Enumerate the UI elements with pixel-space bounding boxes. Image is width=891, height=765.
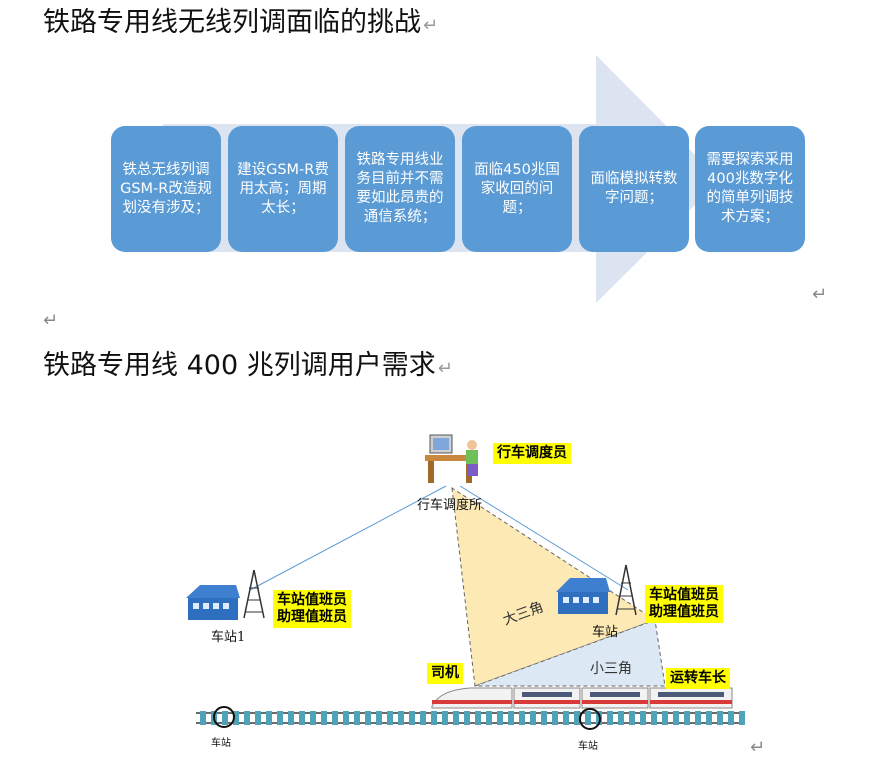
return-mark: ↵ — [437, 358, 453, 379]
step-box-4: 面临450兆国家收回的问题； — [462, 126, 572, 252]
station1-building-icon — [186, 585, 240, 620]
track-sleeper — [233, 711, 239, 725]
track-sleeper — [684, 711, 690, 725]
track-sleeper — [618, 711, 624, 725]
track-sleeper — [332, 711, 338, 725]
track-sleeper — [453, 711, 459, 725]
step-text: 铁总无线列调GSM-R改造规划没有涉及； — [120, 161, 212, 216]
step-box-6: 需要探索采用400兆数字化的简单列调技术方案； — [695, 126, 805, 252]
section-title-text: 铁路专用线无线列调面临的挑战 — [43, 7, 421, 38]
track-sleeper — [519, 711, 525, 725]
track-sleeper — [420, 711, 426, 725]
track-sleeper — [695, 711, 701, 725]
track-sleeper — [486, 711, 492, 725]
station2-name-label: 车站 — [592, 625, 619, 640]
track-sleeper — [244, 711, 250, 725]
track-station-right-label: 车站 — [578, 741, 598, 752]
track-sleeper — [673, 711, 679, 725]
station2-staff-label: 车站值班员 助理值班员 — [645, 585, 723, 623]
track-sleeper — [299, 711, 305, 725]
section-title-text: 铁路专用线 400 兆列调用户需求 — [43, 350, 436, 381]
track-sleeper — [552, 711, 558, 725]
track-sleeper — [310, 711, 316, 725]
station-marker-left — [213, 706, 235, 728]
track-sleeper — [717, 711, 723, 725]
track-sleeper — [728, 711, 734, 725]
track-station-left-label: 车站 — [211, 738, 231, 749]
track-sleeper — [288, 711, 294, 725]
train-icon — [431, 687, 733, 709]
track-sleeper — [585, 711, 591, 725]
step-box-5: 面临模拟转数字问题； — [579, 126, 689, 252]
section-title-requirements: 铁路专用线 400 兆列调用户需求↵ — [43, 350, 453, 385]
return-mark: ↵ — [812, 284, 828, 305]
small-triangle-label: 小三角 — [590, 661, 632, 677]
return-mark: ↵ — [423, 15, 439, 36]
track-sleeper — [409, 711, 415, 725]
track-sleeper — [739, 711, 745, 725]
track-sleeper — [387, 711, 393, 725]
track-sleeper — [530, 711, 536, 725]
track-sleeper — [321, 711, 327, 725]
track-sleeper — [376, 711, 382, 725]
track-sleeper — [464, 711, 470, 725]
conductor-label: 运转车长 — [666, 668, 730, 689]
track-sleeper — [255, 711, 261, 725]
track-sleeper — [354, 711, 360, 725]
station2-building-icon — [556, 578, 610, 614]
track-sleeper — [365, 711, 371, 725]
dispatch-office-label: 行车调度所 — [417, 498, 483, 513]
step-text: 建设GSM-R费用太高；周期太长； — [237, 161, 329, 216]
track-sleeper — [706, 711, 712, 725]
track-sleeper — [343, 711, 349, 725]
return-mark: ↵ — [750, 737, 766, 758]
station1-antenna-tower-icon — [243, 569, 265, 619]
station1-staff-label: 车站值班员 助理值班员 — [273, 590, 351, 628]
track-sleeper — [607, 711, 613, 725]
track-sleeper — [563, 711, 569, 725]
step-box-3: 铁路专用线业务目前并不需要如此昂贵的通信系统； — [345, 126, 455, 252]
small-triangle — [474, 619, 666, 687]
track-sleeper — [398, 711, 404, 725]
step-text: 面临450兆国家收回的问题； — [474, 161, 560, 216]
section-title-challenges: 铁路专用线无线列调面临的挑战↵ — [43, 7, 438, 42]
step-box-2: 建设GSM-R费用太高；周期太长； — [228, 126, 338, 252]
track-sleeper — [629, 711, 635, 725]
step-text: 需要探索采用400兆数字化的简单列调技术方案； — [706, 152, 794, 225]
driver-label: 司机 — [427, 663, 463, 684]
track-sleeper — [574, 711, 580, 725]
track-sleeper — [277, 711, 283, 725]
track-sleeper — [431, 711, 437, 725]
station2-antenna-tower-icon — [615, 564, 637, 616]
step-text: 铁路专用线业务目前并不需要如此昂贵的通信系统； — [356, 152, 444, 225]
track-sleeper — [662, 711, 668, 725]
step-text: 面临模拟转数字问题； — [590, 171, 678, 206]
track-sleeper — [266, 711, 272, 725]
track-sleeper — [640, 711, 646, 725]
track-sleeper — [651, 711, 657, 725]
track-sleeper — [475, 711, 481, 725]
track-sleeper — [541, 711, 547, 725]
track-sleeper — [508, 711, 514, 725]
return-mark: ↵ — [43, 310, 59, 331]
track-sleeper — [497, 711, 503, 725]
railway-track — [196, 711, 745, 725]
track-sleeper — [442, 711, 448, 725]
track-sleeper — [222, 711, 228, 725]
station-marker-right — [579, 708, 601, 730]
dispatcher-computer-icon — [425, 434, 478, 483]
station1-name-label: 车站1 — [211, 630, 246, 645]
step-box-1: 铁总无线列调GSM-R改造规划没有涉及； — [111, 126, 221, 252]
track-sleeper — [200, 711, 206, 725]
link-line — [249, 485, 447, 591]
link-line — [459, 485, 629, 591]
dispatcher-label: 行车调度员 — [493, 443, 571, 464]
